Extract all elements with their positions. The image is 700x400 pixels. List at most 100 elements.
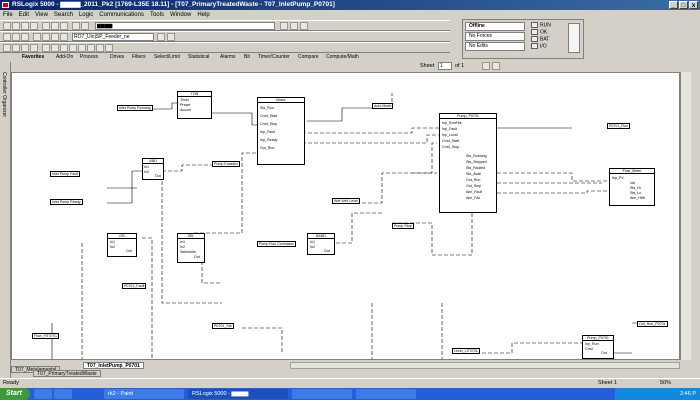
sfc-icon[interactable] xyxy=(21,44,29,52)
fbd-block-ton[interactable]: TON Timer Preset Accum xyxy=(177,91,212,119)
fbd-block-flow-meter[interactable]: Flow_Meter Inp_PV Val Sts_Hi Sts_Lo Alm_… xyxy=(609,168,655,206)
redo-icon[interactable] xyxy=(81,22,89,30)
sheet-next-icon[interactable] xyxy=(492,62,500,70)
vertical-scrollbar[interactable] xyxy=(680,72,691,360)
sheet-prev-icon[interactable] xyxy=(482,62,490,70)
download-icon[interactable] xyxy=(12,33,20,41)
fbd-block-sel[interactable]: SEL In1 In2 SelectorIn Out xyxy=(177,233,205,263)
sheet-select[interactable]: 1 xyxy=(438,62,452,70)
forces-status[interactable]: No Forces xyxy=(465,32,525,41)
input-ref[interactable]: Inlet Pump Ready xyxy=(50,199,83,205)
input-ref[interactable]: Pump Run Command xyxy=(257,241,296,247)
verify-icon[interactable] xyxy=(290,22,298,30)
controller-organizer-tab[interactable]: Controller Organizer xyxy=(0,62,11,378)
tab-compare[interactable]: Compare xyxy=(298,54,319,60)
save-icon[interactable] xyxy=(21,22,29,30)
tab-primary-treated-waste[interactable]: T07_PrimaryTreatedWaste xyxy=(33,370,101,377)
input-ref[interactable]: Wet Well Level xyxy=(332,198,360,204)
cross-ref-icon[interactable] xyxy=(60,33,68,41)
instr-icon[interactable] xyxy=(167,33,175,41)
st-icon[interactable] xyxy=(30,44,38,52)
input-ref[interactable]: Inlet Pump Fault xyxy=(50,171,81,177)
paste-icon[interactable] xyxy=(60,22,68,30)
ite-icon[interactable] xyxy=(42,44,50,52)
start-button[interactable]: Start xyxy=(0,388,30,400)
menu-help[interactable]: Help xyxy=(197,12,210,18)
tab-bit[interactable]: Bit xyxy=(244,54,250,60)
input-ref[interactable]: Auto Mode xyxy=(372,103,394,109)
tab-process[interactable]: Process xyxy=(80,54,99,60)
tab-inlet-pump[interactable]: T07_InletPump_P0701 xyxy=(83,362,144,369)
fbd-block-pump-small[interactable]: Pump_P0701 Inp_Run Cmd Out xyxy=(582,335,614,359)
fbd-block-band[interactable]: BAND In1 In2 Out xyxy=(307,233,335,255)
taskbar-item[interactable] xyxy=(34,389,52,399)
horizontal-scrollbar[interactable] xyxy=(290,362,680,369)
zoom-icon[interactable] xyxy=(300,22,308,30)
tab-filters[interactable]: Filters xyxy=(132,54,146,60)
oref-icon[interactable] xyxy=(78,44,86,52)
path-field[interactable]: RO7_Uin|SP_Feeder_ne xyxy=(72,33,154,41)
ladder-icon[interactable] xyxy=(3,44,11,52)
tab-drives[interactable]: Drives xyxy=(110,54,125,60)
print-icon[interactable] xyxy=(30,22,38,30)
maximize-button[interactable]: □ xyxy=(679,1,688,9)
minimize-button[interactable]: _ xyxy=(669,1,678,9)
input-ref[interactable]: Flow_FIT0701 xyxy=(32,333,59,339)
ref-icon[interactable] xyxy=(60,44,68,52)
ocon-icon[interactable] xyxy=(96,44,104,52)
tab-timer-counter[interactable]: Timer/Counter xyxy=(258,54,290,60)
tab-statistical[interactable]: Statistical xyxy=(188,54,210,60)
input-ref[interactable]: Pump Stop xyxy=(392,223,414,229)
fbd-icon[interactable] xyxy=(12,44,20,52)
menu-logic[interactable]: Logic xyxy=(78,12,94,18)
taskbar-item[interactable] xyxy=(356,389,416,399)
menu-search[interactable]: Search xyxy=(53,12,73,18)
input-ref[interactable]: Pump Enabled xyxy=(212,161,240,167)
cut-icon[interactable] xyxy=(42,22,50,30)
input-ref[interactable]: Inlet Pump Running xyxy=(117,105,153,111)
go-to-icon[interactable] xyxy=(33,33,41,41)
tab-add-on[interactable]: Add-On xyxy=(56,54,74,60)
taskbar-item-paint[interactable]: rk2 - Paint xyxy=(104,389,184,399)
menu-communications[interactable]: Communications xyxy=(99,12,144,18)
back-icon[interactable] xyxy=(42,33,50,41)
new-icon[interactable] xyxy=(3,22,11,30)
online-icon[interactable] xyxy=(3,33,11,41)
fbd-canvas[interactable]: TON Timer Preset Accum Motor Sts_Run Cmd… xyxy=(11,72,680,360)
taskbar-item[interactable] xyxy=(54,389,72,399)
tab-select-limit[interactable]: Select/Limit xyxy=(154,54,180,60)
edits-status[interactable]: No Edits xyxy=(465,42,525,51)
taskbar-item[interactable] xyxy=(292,389,352,399)
fbd-block-motor[interactable]: Motor Sts_Run Cmd_Start Cmd_Stop Inp_Fau… xyxy=(257,97,305,165)
menu-window[interactable]: Window xyxy=(169,12,192,18)
close-button[interactable]: x xyxy=(689,1,698,9)
ote-icon[interactable] xyxy=(51,44,59,52)
tab-compute-math[interactable]: Compute/Math xyxy=(326,54,359,60)
fbd-block-or[interactable]: OR In1 In2 Out xyxy=(107,233,137,257)
iref-icon[interactable] xyxy=(69,44,77,52)
output-ref[interactable]: P0701_Run xyxy=(607,123,630,129)
text-box-icon[interactable] xyxy=(105,44,113,52)
output-ref[interactable]: Out_Run_P0701 xyxy=(637,321,668,327)
menu-tools[interactable]: Tools xyxy=(149,12,164,18)
forward-icon[interactable] xyxy=(51,33,59,41)
input-ref[interactable]: Level_LIT0701 xyxy=(452,348,480,354)
input-ref[interactable]: P0701_Sts xyxy=(212,323,234,329)
icon-icon[interactable] xyxy=(87,44,95,52)
menu-edit[interactable]: Edit xyxy=(18,12,30,18)
fbd-block-and[interactable]: AND In1 In2 Out xyxy=(142,158,164,180)
tag-icon[interactable] xyxy=(157,33,165,41)
menu-file[interactable]: File xyxy=(3,12,13,18)
fbd-block-pump-aoi[interactable]: Pump_P0701 Inp_RunFbk Inp_Fault Inp_Loca… xyxy=(439,113,497,213)
tab-favorites[interactable]: Favorites xyxy=(22,54,45,60)
tab-alarms[interactable]: Alarms xyxy=(220,54,236,60)
comms-path-field[interactable]: ▆▆▆▆ xyxy=(95,22,275,30)
taskbar-item-rslogix[interactable]: RSLogix 5000 - ▆▆▆▆ xyxy=(188,389,288,399)
undo-icon[interactable] xyxy=(72,22,80,30)
online-status[interactable]: Offline xyxy=(465,22,525,31)
open-icon[interactable] xyxy=(12,22,20,30)
find-icon[interactable] xyxy=(280,22,288,30)
upload-icon[interactable] xyxy=(21,33,29,41)
menu-view[interactable]: View xyxy=(35,12,48,18)
copy-icon[interactable] xyxy=(51,22,59,30)
